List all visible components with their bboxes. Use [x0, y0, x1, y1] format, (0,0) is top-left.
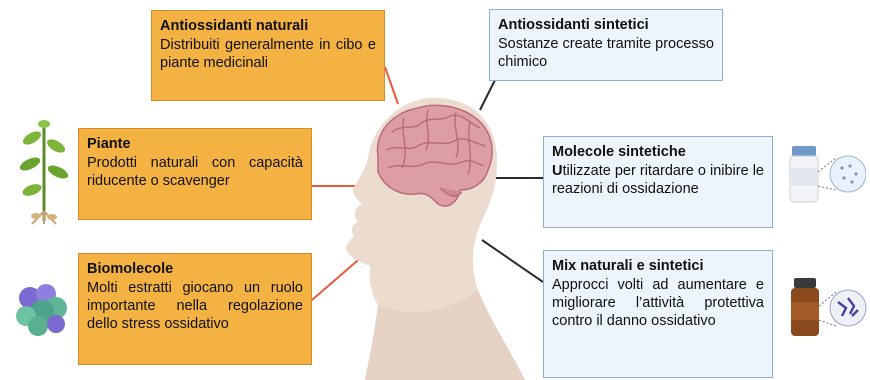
box-body: Sostanze create tramite processo chimico [498, 35, 714, 71]
amber-bottle-icon [788, 272, 868, 342]
box-mix-naturali-sintetici: Mix naturali e sintetici Approcci volti … [543, 250, 773, 378]
box-body: Distribuiti generalmente in cibo e piant… [160, 36, 376, 72]
box-title: Antiossidanti sintetici [498, 16, 714, 34]
box-body: Utilizzate per ritardare o inibire le re… [552, 162, 764, 198]
box-body: Approcci volti ad aumentare e migliorare… [552, 276, 764, 330]
connector-antiossidanti-naturali [385, 67, 398, 104]
box-molecole-sintetiche: Molecole sintetiche Utilizzate per ritar… [543, 136, 773, 228]
box-title: Biomolecole [87, 260, 303, 278]
box-biomolecole: Biomolecole Molti estratti giocano un ru… [78, 253, 312, 365]
box-antiossidanti-sintetici: Antiossidanti sintetici Sostanze create … [489, 9, 723, 81]
box-body: Molti estratti giocano un ruolo importan… [87, 279, 303, 333]
connector-mix [482, 240, 543, 282]
connector-antiossidanti-sintetici [480, 80, 495, 110]
white-pill-bottle-icon [786, 138, 866, 208]
human-head-illustration [346, 98, 525, 380]
box-body: Prodotti naturali con capacità riducente… [87, 154, 303, 190]
body-initial: U [552, 163, 562, 179]
box-title: Molecole sintetiche [552, 143, 764, 161]
plant-icon [14, 116, 74, 226]
box-piante: Piante Prodotti naturali con capacità ri… [78, 128, 312, 220]
box-title: Piante [87, 135, 303, 153]
box-antiossidanti-naturali: Antiossidanti naturali Distribuiti gener… [151, 10, 385, 101]
box-title: Antiossidanti naturali [160, 17, 376, 35]
body-rest: tilizzate per ritardare o inibire le rea… [552, 163, 764, 197]
protein-icon [12, 282, 72, 338]
box-title: Mix naturali e sintetici [552, 257, 764, 275]
